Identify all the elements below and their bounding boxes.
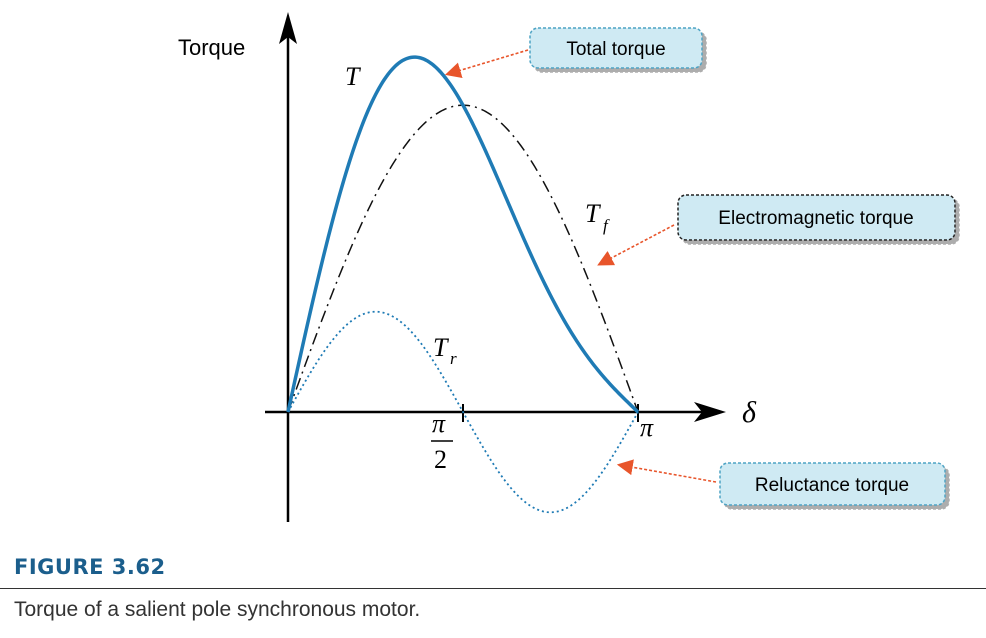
svg-text:r: r [450,349,457,368]
series-electromagnetic-torque [287,104,639,413]
x-axis-arrow [694,402,726,422]
svg-text:T: T [433,333,449,362]
arrow-electromagnetic-torque [597,224,675,266]
series-reluctance-torque [287,310,639,514]
series-label-electromagnetic: T f [585,199,610,235]
svg-text:Electromagnetic torque: Electromagnetic torque [718,208,913,229]
figure-label: FIGURE 3.62 [14,555,166,579]
y-axis-arrow [279,12,297,44]
y-axis-label: Torque [178,35,245,60]
arrow-total-torque [444,49,529,78]
torque-chart: Torque δ π 2 π T T f T r Total torque El… [178,12,956,522]
callout-reluctance-torque: Reluctance torque [719,462,946,506]
callout-electromagnetic-torque: Electromagnetic torque [677,194,956,241]
series-label-reluctance: T r [433,333,457,368]
svg-text:f: f [603,216,610,235]
arrow-reluctance-torque [616,459,717,483]
svg-text:Reluctance torque: Reluctance torque [755,475,909,496]
tick-label-half-pi-den: 2 [434,445,447,474]
x-axis-label: δ [742,396,757,429]
svg-text:T: T [585,199,601,228]
figure-caption: Torque of a salient pole synchronous mot… [14,598,421,621]
tick-label-pi: π [640,413,654,442]
figure-divider [0,588,986,589]
svg-text:Total torque: Total torque [566,39,665,60]
series-total-torque [286,55,640,414]
tick-label-half-pi-num: π [432,409,446,438]
callout-total-torque: Total torque [529,27,703,69]
series-label-total: T [345,62,361,91]
